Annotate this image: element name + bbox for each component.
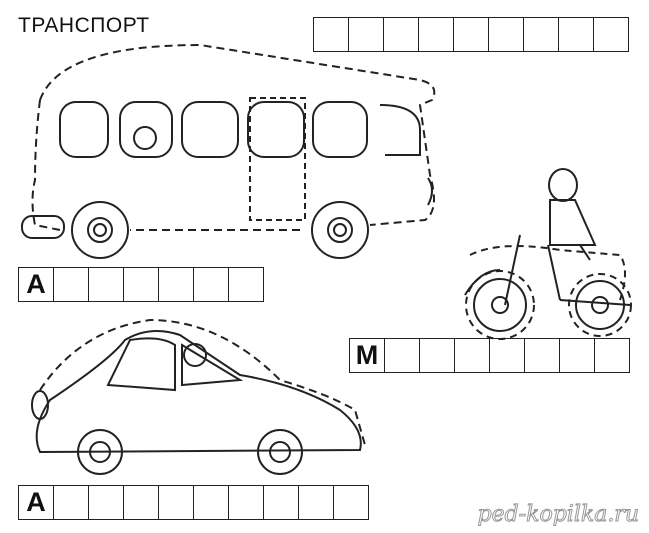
- letter-cell[interactable]: [594, 18, 628, 51]
- letter-cell[interactable]: [89, 486, 124, 519]
- letter-cell[interactable]: [454, 18, 489, 51]
- letter-cell[interactable]: [124, 268, 159, 301]
- letter-cell[interactable]: [124, 486, 159, 519]
- bus-illustration: [21, 43, 436, 259]
- letter-cell[interactable]: [559, 18, 594, 51]
- letter-cell[interactable]: [419, 18, 454, 51]
- letter-cell[interactable]: [525, 339, 560, 372]
- letter-cell[interactable]: [349, 18, 384, 51]
- title-answer-grid: [313, 17, 629, 52]
- letter-cell[interactable]: [490, 339, 525, 372]
- letter-cell[interactable]: [455, 339, 490, 372]
- letter-cell[interactable]: [54, 486, 89, 519]
- letter-cell[interactable]: [384, 18, 419, 51]
- car-illustration: [31, 318, 366, 475]
- letter-cell[interactable]: [524, 18, 559, 51]
- letter-cell[interactable]: [299, 486, 334, 519]
- letter-cell[interactable]: [385, 339, 420, 372]
- watermark: ped-kopilka.ru: [477, 502, 639, 528]
- letter-cell[interactable]: [194, 268, 229, 301]
- letter-cell[interactable]: [314, 18, 349, 51]
- letter-cell-given: А: [19, 268, 54, 301]
- letter-cell[interactable]: [595, 339, 629, 372]
- letter-cell[interactable]: [229, 486, 264, 519]
- letter-cell-given: М: [350, 339, 385, 372]
- letter-cell[interactable]: [334, 486, 368, 519]
- letter-cell-given: А: [19, 486, 54, 519]
- letter-cell[interactable]: [489, 18, 524, 51]
- letter-cell[interactable]: [229, 268, 263, 301]
- letter-cell[interactable]: [159, 268, 194, 301]
- letter-cell[interactable]: [194, 486, 229, 519]
- motorcycle-answer-grid: М: [349, 338, 630, 373]
- motorcycle-illustration: [464, 168, 632, 340]
- car-answer-grid: А: [18, 485, 369, 520]
- letter-cell[interactable]: [159, 486, 194, 519]
- page-title: ТРАНСПОРТ: [18, 14, 150, 37]
- letter-cell[interactable]: [560, 339, 595, 372]
- letter-cell[interactable]: [420, 339, 455, 372]
- letter-cell[interactable]: [54, 268, 89, 301]
- bus-answer-grid: А: [18, 267, 264, 302]
- letter-cell[interactable]: [264, 486, 299, 519]
- letter-cell[interactable]: [89, 268, 124, 301]
